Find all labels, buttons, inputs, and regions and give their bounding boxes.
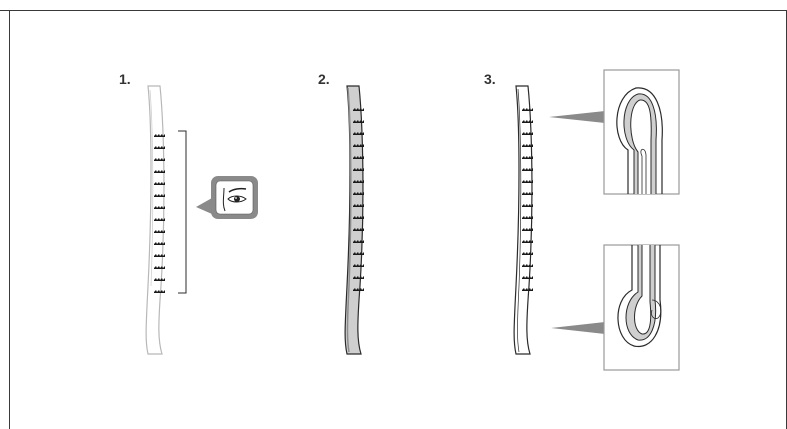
strip-edge-detail-top-icon	[616, 87, 663, 194]
bottom-detail-pointer	[551, 322, 605, 334]
step-2-strip	[344, 85, 364, 355]
top-detail-box	[603, 69, 680, 195]
step-2-label: 2.	[318, 71, 330, 87]
step-1-strip	[145, 85, 165, 355]
top-detail-pointer	[549, 111, 605, 123]
strip-edge-detail-bottom-icon	[617, 245, 662, 348]
eye-inspection-icon	[222, 187, 247, 212]
step-3-label: 3.	[484, 71, 496, 87]
frame-top-line	[0, 10, 787, 11]
bottom-detail-box	[603, 244, 680, 371]
step-1-label: 1.	[119, 71, 131, 87]
frame-left-line	[9, 10, 10, 429]
step-3-strip	[513, 85, 533, 355]
step-1-bracket	[178, 130, 187, 294]
eye-inspection-callout	[196, 176, 258, 219]
